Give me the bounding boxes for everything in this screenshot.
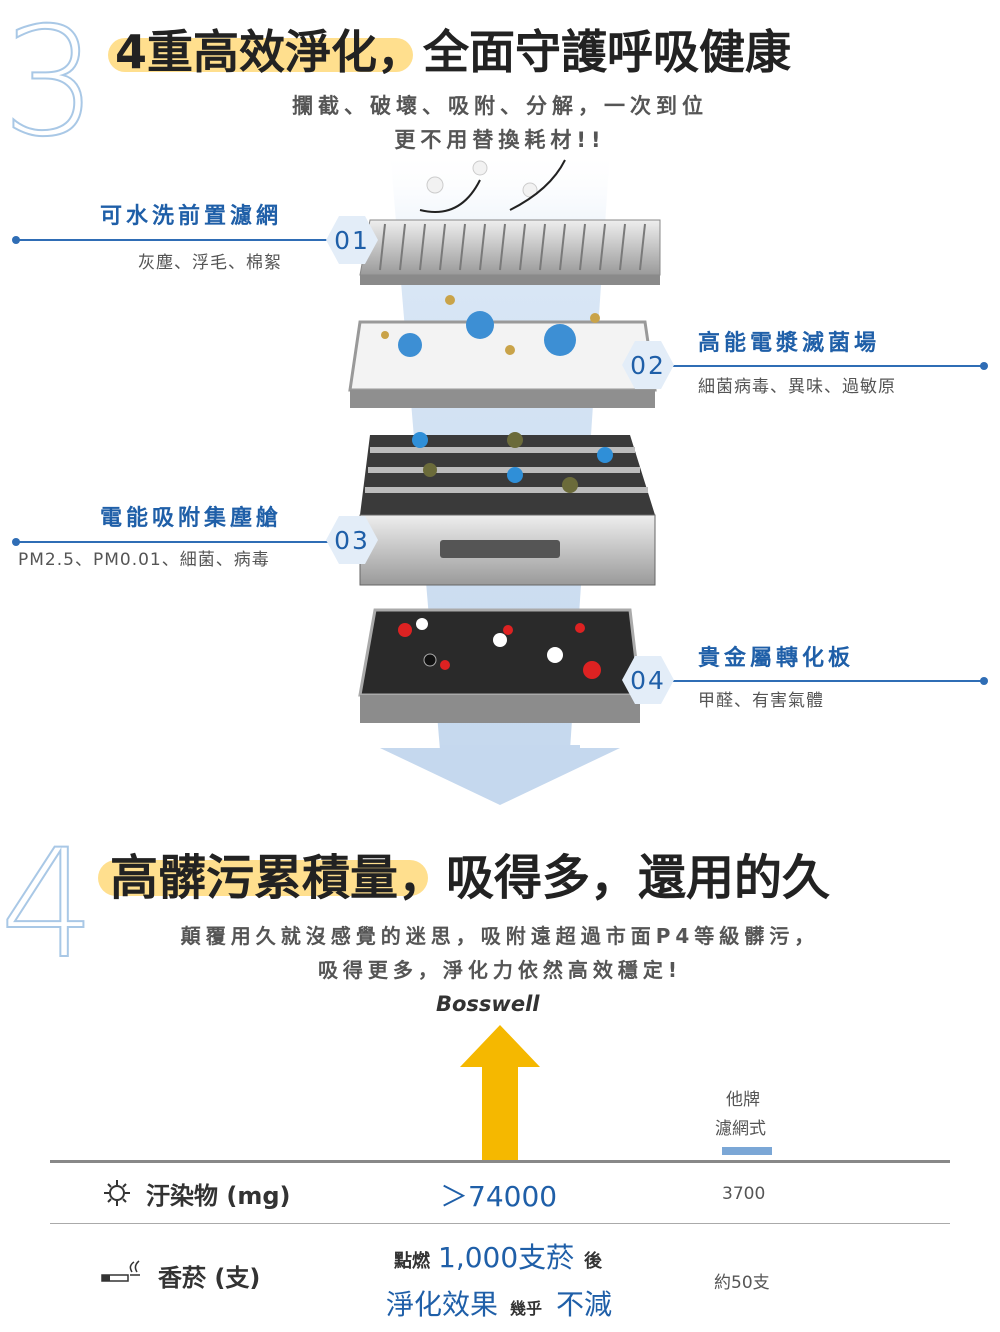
other-brand-bar (722, 1147, 772, 1155)
row2-bosswell-part-e: 幾乎 (510, 1299, 543, 1318)
title-highlight-2 (98, 860, 428, 896)
row2-other-value: 約50支 (714, 1273, 770, 1293)
virus-icon (104, 1180, 130, 1206)
layer1-line (16, 239, 328, 241)
filter-stack-illustration (348, 150, 661, 805)
layer2-number-badge: 02 (622, 341, 674, 389)
section4-title: 高髒污累積量，吸得多，還用的久 (110, 850, 831, 906)
layer4-title: 貴金屬轉化板 (698, 646, 855, 671)
layer2-desc: 細菌病毒、異味、過敏原 (698, 377, 896, 397)
layer3-desc: PM2.5、PM0.01、細菌、病毒 (18, 550, 270, 570)
row2-label: 香菸 (支) (158, 1264, 261, 1292)
layer1-title: 可水洗前置濾網 (100, 204, 283, 229)
layer2-title: 高能電漿滅菌場 (698, 331, 881, 356)
title-highlight (108, 38, 413, 72)
layer2-dot (980, 362, 988, 370)
layer1-desc: 灰塵、浮毛、棉絮 (138, 253, 282, 273)
section3-subtitle-1: 攔截、破壞、吸附、分解，一次到位 (292, 94, 708, 118)
section3-title: 4重高效淨化，全面守護呼吸健康 (115, 25, 792, 79)
section4-subtitle-1: 顛覆用久就沒感覺的迷思，吸附遠超過市面P4等級髒污， (180, 924, 820, 948)
row2-bosswell-part-f: 不減 (556, 1288, 613, 1321)
cigarette-icon (101, 1260, 140, 1282)
layer4-dot (980, 677, 988, 685)
row2-bosswell-part-d: 淨化效果 (386, 1288, 499, 1321)
row1-bosswell-value: ＞74000 (440, 1180, 558, 1213)
layer2-line (672, 365, 986, 367)
layer4-number-badge: 04 (622, 656, 674, 704)
row1-other-value: 3700 (722, 1184, 766, 1204)
section3-subtitle-2: 更不用替換耗材!! (394, 128, 606, 152)
other-brand-label-1: 他牌 (726, 1090, 760, 1110)
section4-subtitle-2: 吸得更多，淨化力依然高效穩定! (317, 958, 683, 982)
bosswell-value-arrow (460, 1025, 540, 1160)
table-top-border (50, 1160, 950, 1163)
other-brand-label-2: 濾網式 (715, 1119, 766, 1139)
row2-bosswell-part-a: 點燃 (394, 1251, 430, 1272)
row1-label: 汙染物 (mg) (146, 1182, 291, 1210)
row2-bosswell-part-b: 1,000支菸 (438, 1241, 575, 1274)
layer3-title: 電能吸附集塵艙 (100, 506, 283, 531)
table-row-divider (50, 1223, 950, 1224)
layer3-line (16, 541, 328, 543)
layer3-number-badge: 03 (326, 516, 378, 564)
brand-logo: Bosswell (436, 992, 540, 1016)
layer4-desc: 甲醛、有害氣體 (698, 691, 824, 711)
section-number-3: 3 (1, 0, 98, 170)
layer4-line (672, 680, 986, 682)
section-number-4: 4 (0, 818, 96, 992)
row2-bosswell-part-c: 後 (584, 1251, 602, 1272)
